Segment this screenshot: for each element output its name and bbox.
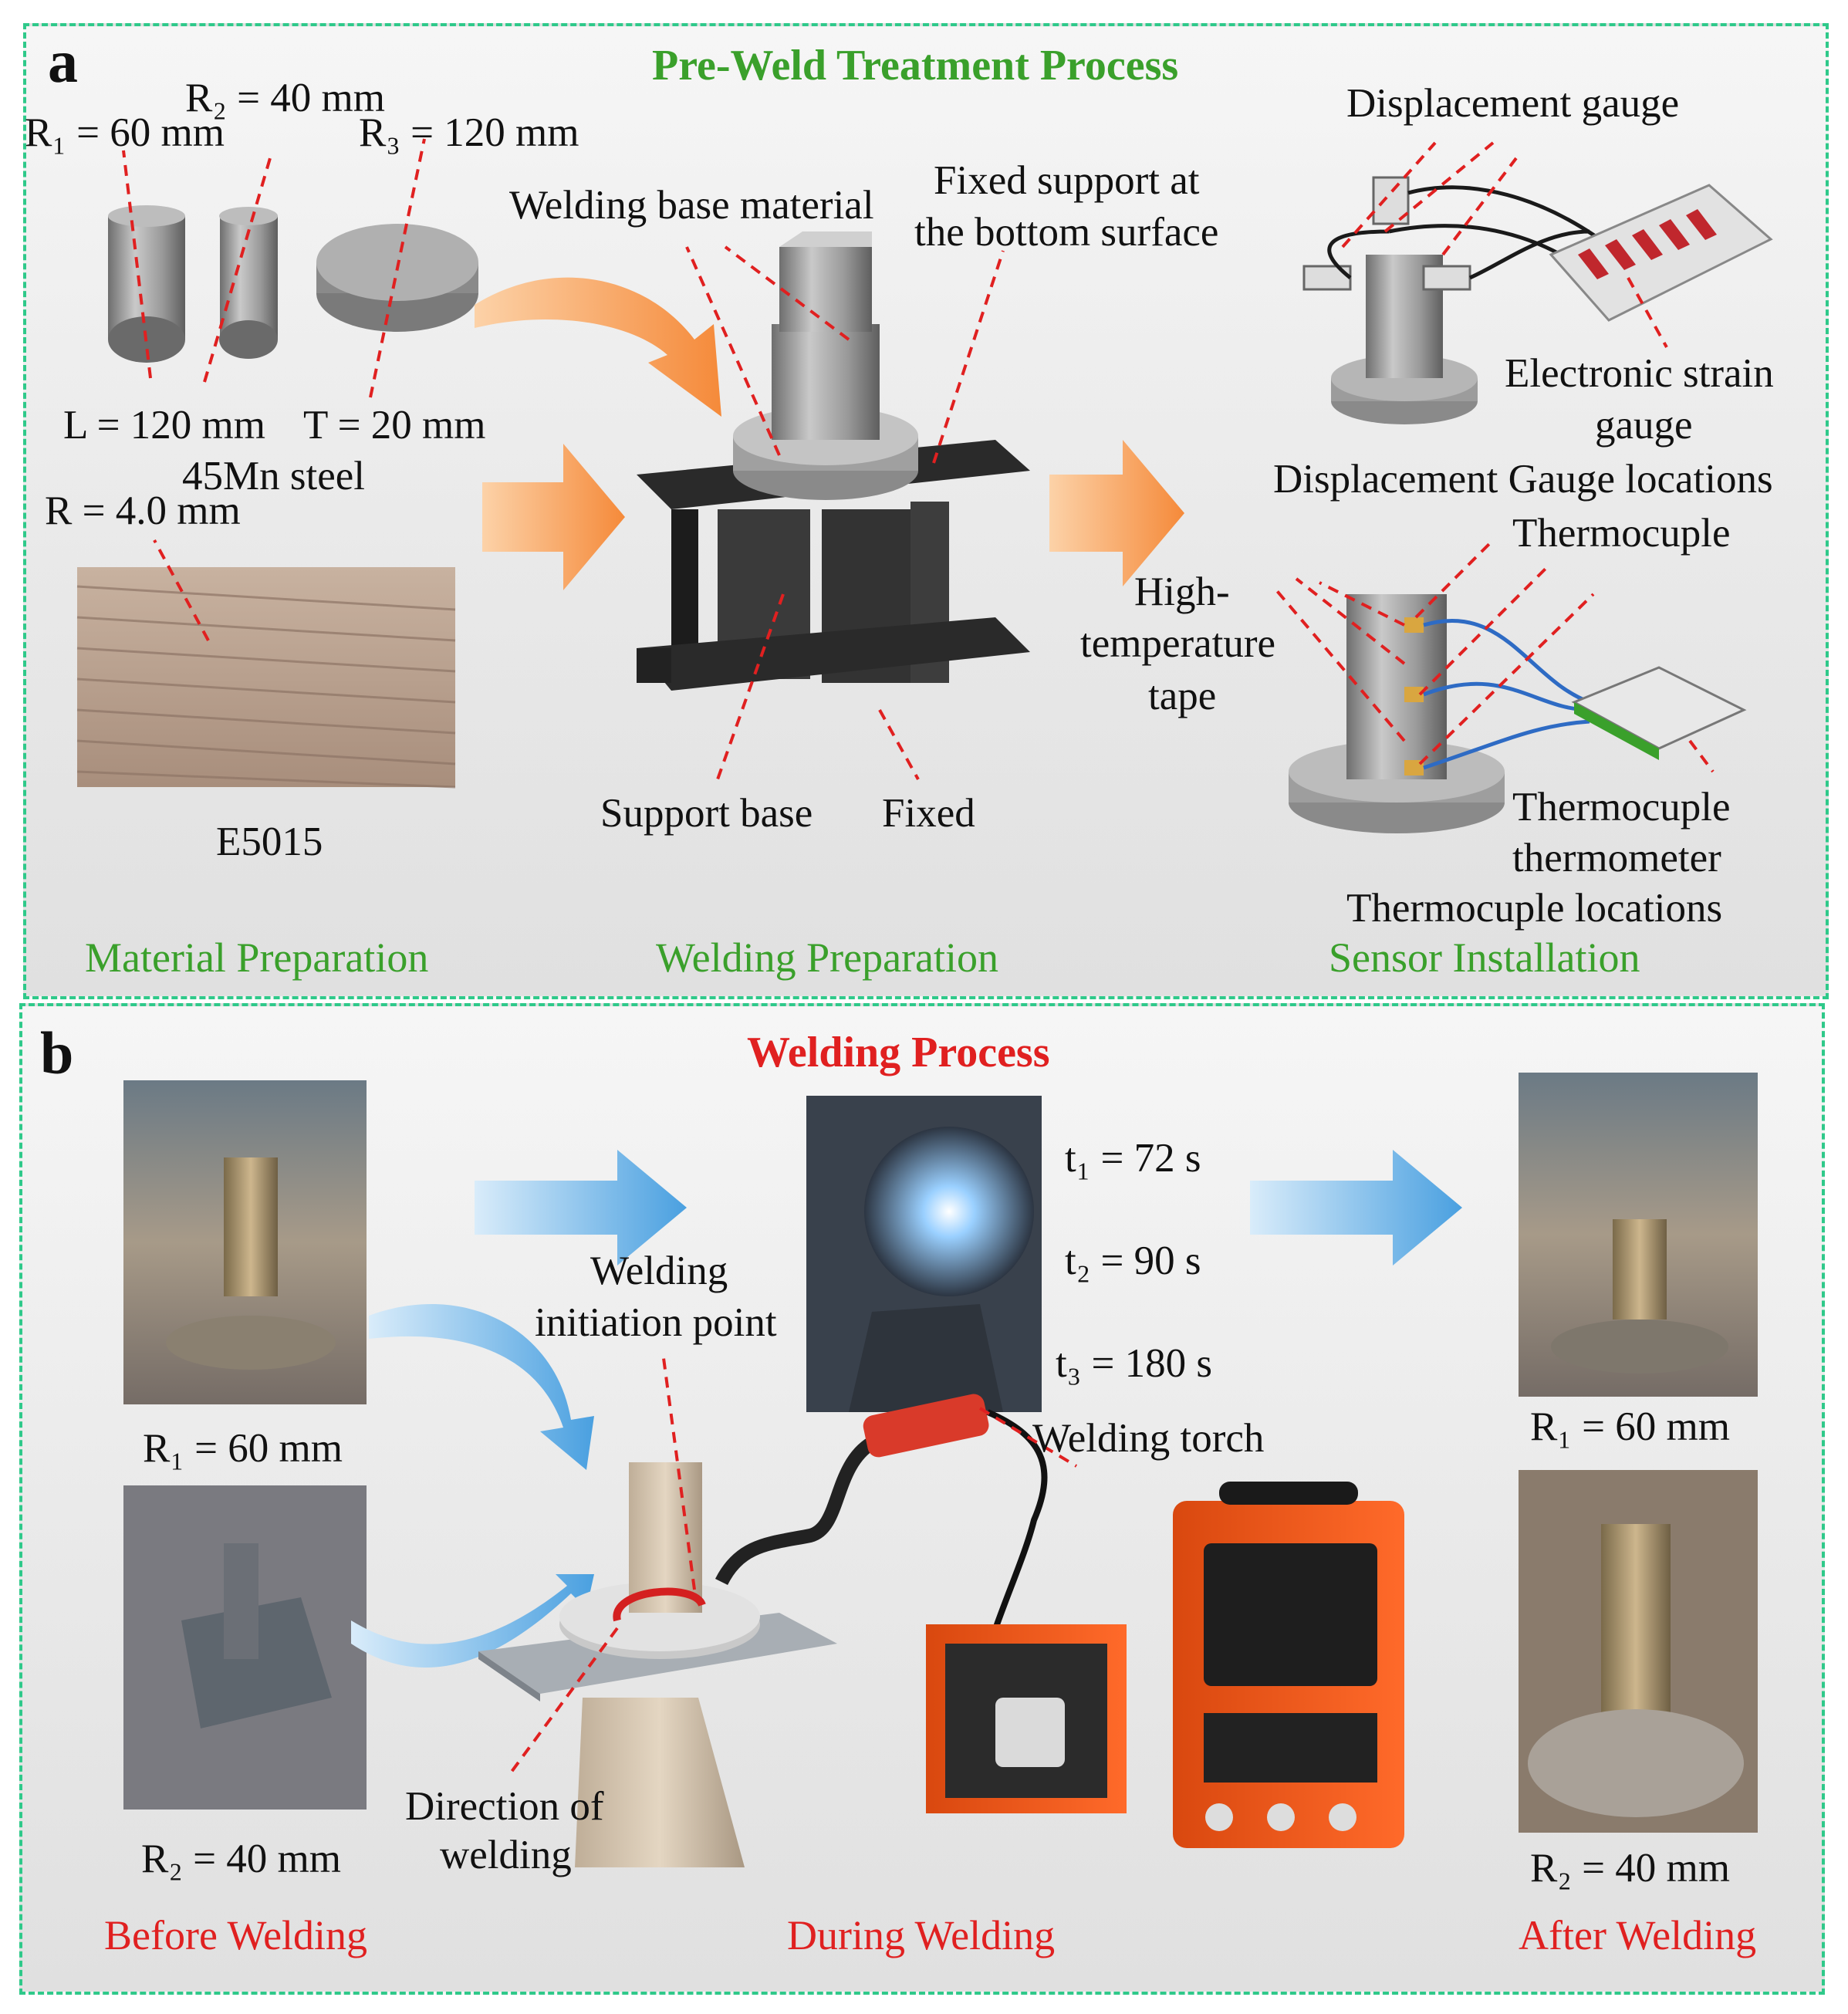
label-fixed-support-2: the bottom surface — [914, 210, 1219, 255]
arrow-thermo-2 — [1418, 566, 1549, 696]
arrow-tape-1 — [1272, 585, 1406, 742]
label-thermocouple: Thermocuple — [1512, 511, 1731, 556]
label-support-base: Support base — [600, 791, 813, 836]
displacement-setup — [1302, 176, 1773, 424]
label-direction-2: welding — [440, 1833, 572, 1877]
label-t2: t₂ = 90 s — [1065, 1238, 1201, 1283]
thermocouple-setup — [1289, 594, 1747, 833]
arrow-disp-1 — [1341, 141, 1437, 248]
arrow-direction — [508, 1627, 619, 1776]
photo-during — [806, 1096, 1042, 1412]
support-frame — [637, 440, 1030, 691]
step-welding-preparation: Welding Preparation — [656, 934, 999, 981]
label-base-material: Welding base material — [509, 183, 874, 228]
label-displacement-gauge: Displacement gauge — [1346, 81, 1680, 126]
arrow-fixed-support — [932, 250, 1005, 464]
photo-before-r2 — [123, 1485, 367, 1810]
panel-a-letter: a — [48, 28, 78, 95]
panel-b-title: Welding Process — [747, 1029, 1050, 1076]
step-before-welding: Before Welding — [104, 1912, 368, 1958]
label-fixed-support-1: Fixed support at — [934, 158, 1200, 203]
wire-feeder — [926, 1624, 1127, 1813]
label-initiation-2: initiation point — [535, 1300, 777, 1345]
arrow-fixed — [878, 709, 920, 780]
step-sensor-installation: Sensor Installation — [1329, 934, 1640, 981]
label-t1: t₁ = 72 s — [1065, 1136, 1201, 1181]
panel-a-title: Pre-Weld Treatment Process — [652, 42, 1179, 90]
label-after-r2: R₂ = 40 mm — [1530, 1846, 1730, 1891]
label-rod-radius: R = 4.0 mm — [45, 488, 241, 533]
cylinder-r2 — [219, 207, 278, 359]
label-displacement-locations: Displacement Gauge locations — [1273, 457, 1773, 502]
label-tape-3: tape — [1148, 674, 1217, 718]
arrow-torch — [978, 1407, 1078, 1468]
label-torch: Welding torch — [1032, 1416, 1265, 1461]
label-thermometer-1: Thermocuple — [1512, 785, 1731, 830]
label-fixed: Fixed — [882, 791, 975, 836]
arrow-disp-2 — [1383, 141, 1495, 233]
label-thickness: T = 20 mm — [303, 403, 486, 448]
welding-machine — [1173, 1482, 1404, 1848]
arrow-base-material-1 — [685, 246, 781, 456]
arrow-support-base — [716, 593, 785, 780]
panel-b-letter: b — [40, 1019, 74, 1086]
label-after-r1: R₁ = 60 mm — [1530, 1404, 1730, 1449]
curved-arrow-orange — [475, 277, 721, 417]
photo-after-r2 — [1519, 1470, 1758, 1833]
label-length: L = 120 mm — [63, 403, 265, 448]
arrow-base-material-2 — [724, 245, 850, 341]
arrow-right-blue-2 — [1250, 1150, 1462, 1266]
arrow-r3 — [369, 138, 426, 398]
arrow-thermo-3 — [1418, 593, 1595, 765]
label-r3: R₃ = 120 mm — [359, 110, 579, 155]
label-tape-2: temperature — [1080, 621, 1276, 666]
arrow-rod — [153, 539, 210, 641]
label-thermometer-2: thermometer — [1512, 836, 1721, 880]
specimen-welding-prep — [733, 231, 918, 500]
label-thermo-locations: Thermocuple locations — [1346, 886, 1723, 931]
label-strain-gauge-1: Electronic strain — [1505, 351, 1774, 396]
curved-arrow-blue-1 — [369, 1304, 594, 1470]
label-tape-1: High- — [1134, 569, 1230, 614]
photo-before-r1 — [123, 1080, 367, 1404]
cylinder-r1 — [108, 205, 185, 363]
arrow-initiation — [662, 1357, 696, 1590]
arrow-thermometer — [1688, 739, 1715, 773]
label-t3: t₃ = 180 s — [1056, 1341, 1212, 1386]
label-direction-1: Direction of — [405, 1784, 604, 1829]
label-r2: R₂ = 40 mm — [185, 76, 385, 120]
arrow-strain — [1627, 277, 1668, 348]
label-strain-gauge-2: gauge — [1595, 403, 1693, 448]
arrow-disp-3 — [1441, 157, 1518, 256]
arrow-right-blue-1 — [475, 1150, 687, 1266]
curved-arrow-blue-2 — [351, 1574, 594, 1668]
arrow-r2 — [203, 157, 272, 383]
label-before-r1: R₁ = 60 mm — [143, 1426, 343, 1471]
label-electrode: E5015 — [216, 819, 323, 864]
label-initiation-1: Welding — [590, 1249, 728, 1293]
step-material-preparation: Material Preparation — [85, 934, 429, 981]
arrow-right-orange-1 — [482, 444, 625, 590]
step-during-welding: During Welding — [787, 1912, 1056, 1958]
arrow-right-orange-2 — [1049, 440, 1184, 586]
arrow-tape-2 — [1295, 577, 1406, 665]
arrow-r1 — [122, 150, 152, 379]
label-r1: R₁ = 60 mm — [25, 110, 225, 155]
electrode-rods-photo — [76, 567, 456, 789]
welding-stand — [478, 1462, 837, 1867]
photo-after-r1 — [1519, 1073, 1758, 1397]
step-after-welding: After Welding — [1519, 1912, 1757, 1958]
arrow-tape-3 — [1319, 581, 1405, 627]
label-steel: 45Mn steel — [182, 454, 365, 498]
label-before-r2: R₂ = 40 mm — [141, 1837, 341, 1881]
